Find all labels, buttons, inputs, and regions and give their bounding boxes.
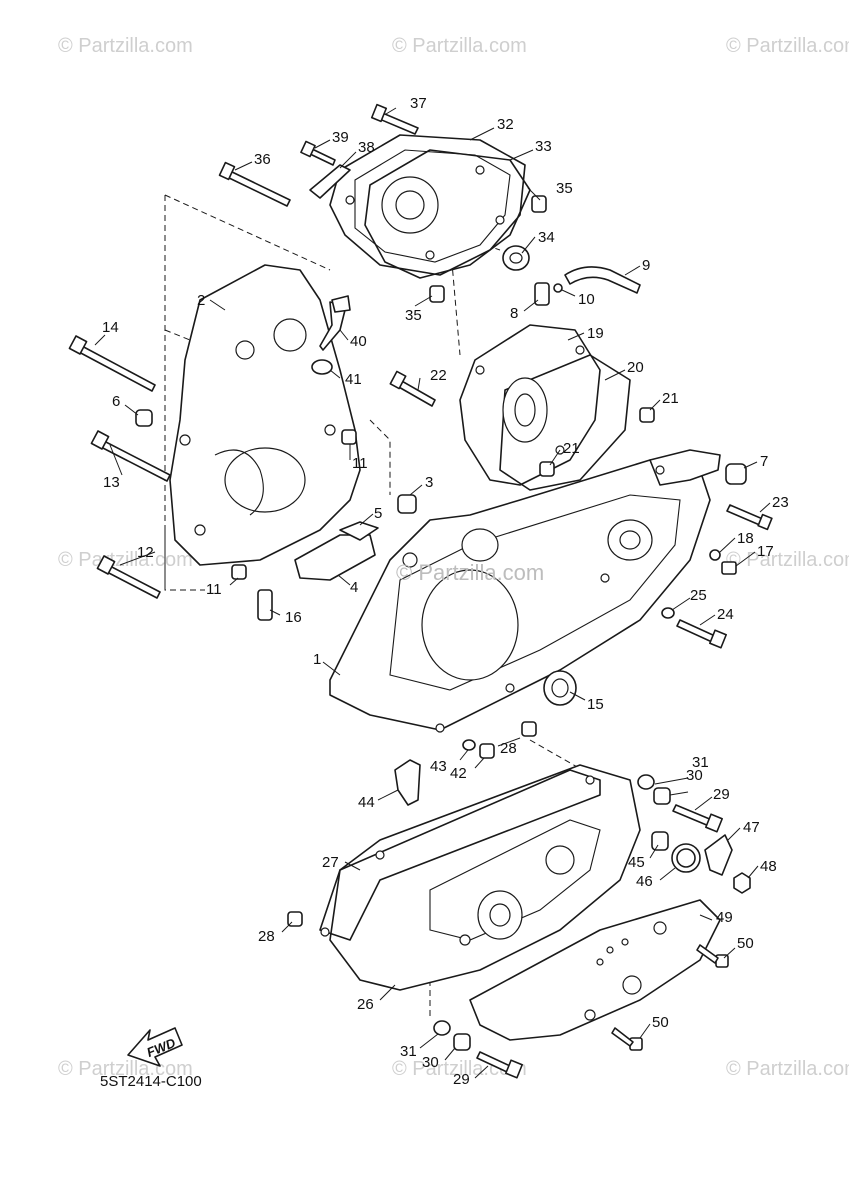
- bolt-22-dowels-21: [389, 370, 655, 477]
- callout-35a: 35: [556, 180, 573, 197]
- watermark-top-center: © Partzilla.com: [392, 35, 527, 57]
- leader-lines: [94, 107, 771, 1079]
- callout-48: 48: [760, 858, 777, 875]
- callout-3: 3: [425, 474, 433, 491]
- callout-49: 49: [716, 909, 733, 926]
- callout-7: 7: [760, 453, 768, 470]
- callout-33: 33: [535, 138, 552, 155]
- callout-15: 15: [587, 696, 604, 713]
- callout-17: 17: [757, 543, 774, 560]
- callout-45: 45: [628, 854, 645, 871]
- callout-35b: 35: [405, 307, 422, 324]
- dipstick-40: [319, 295, 351, 351]
- callout-37: 37: [410, 95, 427, 112]
- callout-28b: 28: [258, 928, 275, 945]
- callout-11b: 11: [206, 581, 222, 598]
- heat-shield-49: [469, 899, 721, 1041]
- watermark-center: © Partzilla.com: [396, 560, 544, 585]
- callout-labels: 37 32 39 33 38 36 35 34 9 10 2 8 35 14 1…: [102, 95, 789, 1088]
- breather-fittings-8-9-10: [534, 266, 641, 306]
- callout-21a: 21: [662, 390, 679, 407]
- callout-34: 34: [538, 229, 555, 246]
- clamp-38: [309, 164, 351, 199]
- callout-44: 44: [358, 794, 375, 811]
- callout-26: 26: [357, 996, 374, 1013]
- watermark-bottom-right: © Partzilla.com: [726, 1058, 849, 1080]
- callout-46: 46: [636, 873, 653, 890]
- callout-23: 23: [772, 494, 789, 511]
- callout-5: 5: [374, 505, 382, 522]
- crankcase-cover-26-27: [319, 764, 641, 991]
- callout-32: 32: [497, 116, 514, 133]
- watermark-top-left: © Partzilla.com: [58, 35, 193, 57]
- callout-43: 43: [430, 758, 447, 775]
- callout-14: 14: [102, 319, 119, 336]
- callout-27: 27: [322, 854, 339, 871]
- callout-50a: 50: [737, 935, 754, 952]
- callout-18: 18: [737, 530, 754, 547]
- callout-19: 19: [587, 325, 604, 342]
- bolts-left: [68, 335, 171, 599]
- collar-6: [135, 409, 153, 427]
- mount-bush-3: [397, 494, 417, 514]
- diagram-code: 5ST2414-C100: [100, 1073, 202, 1090]
- callout-31b: 31: [400, 1043, 417, 1060]
- callout-8: 8: [510, 305, 518, 322]
- callout-28a: 28: [500, 740, 517, 757]
- callout-30b: 30: [422, 1054, 439, 1071]
- callout-41: 41: [345, 371, 362, 388]
- bolt-24-washer-25: [661, 607, 727, 649]
- crankcase-main-1: [329, 449, 721, 733]
- o-ring-41: [311, 359, 333, 375]
- callout-42: 42: [450, 765, 467, 782]
- dowels-11-16: [231, 429, 357, 621]
- hardware-29-31-45-48: [637, 774, 751, 894]
- callout-11a: 11: [352, 455, 368, 472]
- callout-25: 25: [690, 587, 707, 604]
- cover-assembly-32-33: [329, 134, 531, 279]
- watermark-mid-right: © Partzilla.com: [726, 549, 849, 571]
- callout-6: 6: [112, 393, 120, 410]
- callout-21b: 21: [563, 440, 580, 457]
- watermark-top-right: © Partzilla.com: [726, 35, 849, 57]
- callout-9: 9: [642, 257, 650, 274]
- callout-20: 20: [627, 359, 644, 376]
- callout-31a: 31: [692, 754, 709, 771]
- callout-38: 38: [358, 139, 375, 156]
- dowel-pins-35: [429, 195, 547, 303]
- right-hardware-7-17-18-23: [709, 463, 773, 575]
- callout-12: 12: [137, 544, 154, 561]
- callout-24: 24: [717, 606, 734, 623]
- callout-50b: 50: [652, 1014, 669, 1031]
- callout-47: 47: [743, 819, 760, 836]
- screws-50: [611, 944, 729, 1051]
- callout-29b: 29: [453, 1071, 470, 1088]
- crankcase-cover-19-20: [459, 324, 631, 491]
- hardware-lower-29-31: [433, 1020, 523, 1079]
- callout-36: 36: [254, 151, 271, 168]
- callout-39: 39: [332, 129, 349, 146]
- crankcase-left-2: [169, 264, 361, 566]
- plate-4-gasket-5: [294, 521, 379, 581]
- callout-30a: 30: [686, 767, 703, 784]
- callout-1: 1: [313, 651, 321, 668]
- bolts-upper: [218, 103, 419, 207]
- callout-13: 13: [103, 474, 120, 491]
- callout-40: 40: [350, 333, 367, 350]
- watermark-mid-left: © Partzilla.com: [58, 549, 193, 571]
- callout-16: 16: [285, 609, 302, 626]
- oil-seal-15: [543, 670, 577, 706]
- hardware-42-43-44: [394, 739, 495, 806]
- callout-10: 10: [578, 291, 595, 308]
- callout-29a: 29: [713, 786, 730, 803]
- callout-4: 4: [350, 579, 358, 596]
- callout-2: 2: [197, 292, 205, 309]
- callout-22: 22: [430, 367, 447, 384]
